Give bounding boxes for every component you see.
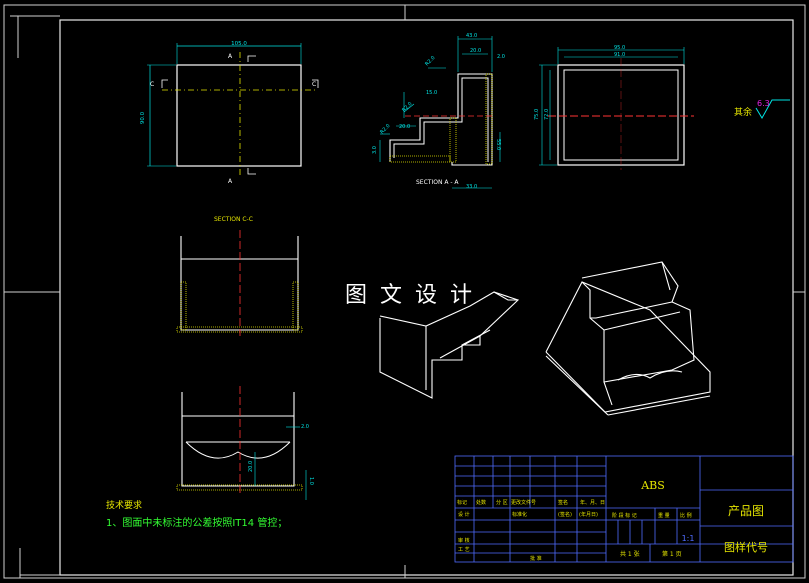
aa-bottom-width: 33.0 [466, 184, 477, 190]
design-label: 设 计 [458, 511, 470, 518]
front-view: 105.0 90.0 A A C C [140, 41, 319, 185]
date-paren: (年月日) [579, 511, 598, 518]
sheet-total: 共 1 张 [620, 550, 640, 558]
side-outer-height: 75.0 [534, 109, 540, 120]
aa-top-width: 43.0 [466, 33, 477, 39]
side-inner-width: 91.0 [614, 52, 625, 58]
stage-header: 阶 段 标 记 [612, 512, 637, 519]
sheet-num: 第 1 页 [662, 550, 682, 558]
cc-dim-1: 2.0 [301, 424, 309, 430]
hdr-zone: 分 区 [496, 499, 508, 506]
product-name: 产品图 [728, 504, 764, 518]
roughness-value: 6.3 [757, 99, 770, 108]
aa-small-a: 3.0 [372, 146, 378, 154]
side-view: 95.0 91.0 75.0 72.0 [534, 45, 694, 170]
watermark-text: 图 文 设 计 [345, 283, 475, 308]
aa-r2: R2.0 [401, 101, 413, 113]
isometric-part-right [545, 261, 711, 416]
section-a-top: A [228, 53, 233, 60]
inner-frame [59, 19, 794, 576]
drawing-code-label: 图样代号 [724, 540, 768, 554]
sign-paren: (签名) [558, 511, 572, 518]
surface-roughness-note: 其余 6.3 [734, 99, 790, 119]
aa-wall: 2.0 [497, 54, 505, 60]
section-aa-view: 43.0 20.0 2.0 33.0 15.0 20.0 55.0 3.0 R2… [372, 33, 505, 190]
section-cc-label: SECTION C-C [214, 216, 253, 223]
cc-dim-3: 1.0 [308, 477, 314, 485]
aa-height-lower: 55.0 [495, 139, 501, 150]
isometric-part-left [379, 291, 520, 399]
frame-center-ticks [4, 5, 805, 578]
aa-left-height: 15.0 [426, 90, 437, 96]
title-block-text: ABS 1:1 产品图 图样代号 标记 处数 分 区 更改文件号 签名 年、月、… [457, 479, 768, 562]
side-outer-width: 95.0 [614, 45, 625, 51]
review-label: 审 核 [458, 537, 470, 544]
section-aa-label: SECTION A - A [416, 179, 459, 186]
tech-requirements-title: 技术要求 [106, 499, 142, 511]
aa-step-width: 20.0 [470, 48, 481, 54]
side-inner-height: 72.0 [544, 109, 550, 120]
surface-note-label: 其余 [734, 106, 752, 118]
scale-header: 比 例 [680, 512, 692, 519]
tech-requirements-item1: 1、图面中未标注的公差按照IT14 管控； [106, 516, 287, 529]
hdr-change-doc: 更改文件号 [511, 499, 536, 506]
hdr-count: 处数 [476, 499, 486, 506]
front-width-dim: 105.0 [231, 41, 247, 47]
section-a-bottom: A [228, 178, 233, 185]
weight-header: 重 量 [658, 512, 670, 519]
front-height-dim: 90.0 [140, 111, 146, 124]
section-c-right: C [312, 81, 316, 88]
process-label: 工 艺 [458, 547, 470, 553]
material-value: ABS [640, 479, 665, 492]
hdr-mark: 标记 [457, 499, 467, 506]
title-block [454, 455, 794, 563]
aa-r1: R2.0 [424, 55, 436, 67]
scale-value: 1:1 [682, 534, 695, 543]
approve-label: 批 准 [530, 555, 542, 562]
front-section-view: 2.0 20.0 1.0 [176, 386, 314, 500]
hdr-date: 年、月、日 [580, 499, 605, 506]
aa-mid-width: 20.0 [399, 124, 410, 130]
hdr-sign: 签名 [558, 499, 568, 506]
cc-dim-2: 20.0 [248, 461, 254, 472]
standardize-label: 标准化 [512, 511, 527, 518]
section-cc-view: SECTION C-C [176, 216, 303, 336]
section-c-left: C [150, 81, 154, 88]
aa-r3: R2.0 [379, 123, 391, 135]
